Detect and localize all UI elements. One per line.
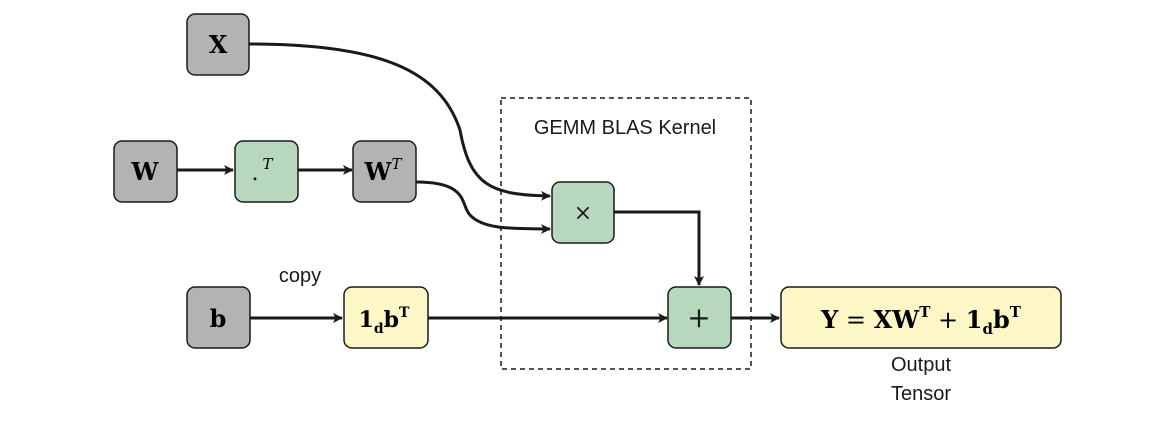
bias-sub: d (374, 321, 384, 337)
node-bias-broadcast: 1dbT (343, 286, 429, 349)
node-w-label: W (131, 157, 160, 186)
edge-x-to-multiply (248, 42, 551, 201)
node-add: + (667, 286, 732, 349)
kernel-label: GEMM BLAS Kernel (534, 117, 716, 139)
add-symbol: + (687, 301, 710, 334)
wt-label: WT (364, 155, 403, 186)
bias-one: 1 (359, 307, 374, 333)
output-b: b (993, 305, 1010, 334)
node-b: b (186, 286, 251, 349)
bias-sup: T (399, 305, 410, 321)
edge-wt-to-multiply (415, 180, 551, 234)
bias-b: b (384, 307, 399, 333)
node-x: X (186, 13, 250, 76)
output-eq: = (838, 306, 873, 334)
output-xw: XW (874, 305, 921, 334)
multiply-symbol: × (574, 201, 592, 226)
output-sup2: T (1010, 303, 1022, 321)
output-one: 1 (966, 305, 983, 334)
node-output: Y = XWT + 1dbT (780, 286, 1062, 349)
node-x-label: X (209, 30, 228, 59)
transpose-symbol: .T (251, 155, 273, 186)
output-formula: Y = XWT + 1dbT (820, 303, 1022, 338)
output-y: Y (820, 305, 839, 334)
output-sup1: T (919, 303, 931, 321)
output-caption-line2: Tensor (891, 383, 951, 405)
bias-broadcast-label: 1dbT (359, 305, 411, 337)
wt-sup: T (391, 155, 402, 173)
node-wt: WT (352, 140, 417, 203)
transpose-dot: . (251, 161, 258, 186)
output-caption-line1: Output (891, 354, 951, 376)
output-plus: + (930, 306, 965, 334)
node-transpose: .T (234, 140, 299, 203)
edges (177, 42, 780, 323)
wt-base: W (364, 157, 393, 186)
node-b-label: b (210, 304, 227, 333)
edge-multiply-to-add (614, 210, 704, 286)
node-multiply: × (551, 181, 615, 244)
transpose-sup: T (262, 155, 273, 173)
output-sub: d (982, 320, 993, 338)
copy-label: copy (279, 265, 321, 287)
node-w: W (113, 140, 178, 203)
